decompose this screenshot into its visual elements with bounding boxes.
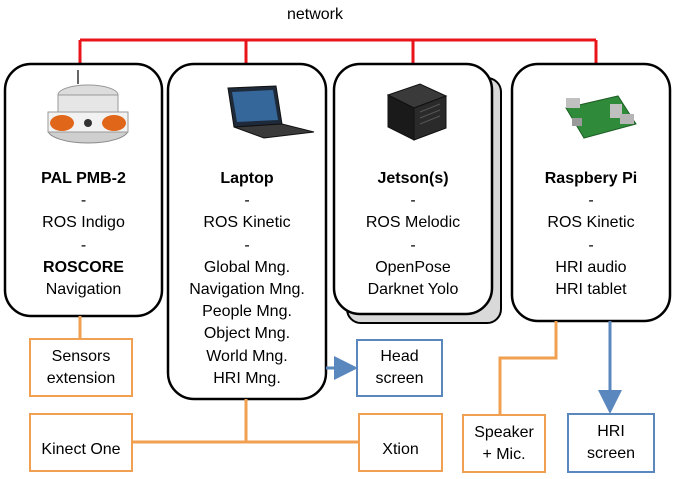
jetson-title: Jetson(s) [377, 170, 449, 187]
sensors-line2: extension [46, 369, 116, 387]
laptop-line: World Mng. [206, 347, 288, 365]
pal-line: - [80, 192, 87, 210]
gpu-module-icon [386, 83, 448, 141]
jetson-line: ROS Melodic [365, 214, 461, 232]
raspberry-line: - [588, 236, 594, 254]
laptop-line: - [244, 192, 250, 210]
laptop-title: Laptop [220, 170, 274, 187]
network-label: network [286, 6, 344, 23]
laptop-icon [227, 85, 315, 139]
raspberry-line: - [588, 192, 594, 210]
speaker-line2: + Mic. [482, 445, 526, 463]
xtion-label: Xtion [382, 441, 419, 458]
blue-links [326, 321, 622, 414]
laptop-line: People Mng. [202, 303, 292, 321]
speaker-mic-box[interactable]: Speaker + Mic. [462, 414, 546, 473]
raspberry-board-icon [565, 95, 637, 139]
head-screen-line2: screen [375, 370, 424, 387]
jetson-line: OpenPose [375, 258, 451, 276]
sensors-line1: Sensors [51, 347, 111, 365]
laptop-node-text: Laptop - ROS Kinetic - Global Mng. Navig… [168, 168, 326, 390]
raspberry-line: ROS Kinetic [547, 214, 635, 232]
hri-screen-box[interactable]: HRI screen [567, 413, 655, 473]
kinect-one-box[interactable]: Kinect One [29, 413, 133, 472]
orange-links [78, 316, 558, 444]
hri-screen-line1: HRI [597, 423, 625, 440]
raspberry-line: HRI tablet [555, 281, 627, 299]
pal-title: PAL PMB-2 [41, 170, 126, 187]
raspberry-node-box[interactable] [510, 62, 672, 323]
raspberry-line: HRI audio [555, 258, 627, 276]
laptop-line: HRI Mng. [213, 369, 281, 387]
pal-roscore: ROSCORE [43, 258, 124, 276]
laptop-line: ROS Kinetic [203, 214, 291, 232]
raspberry-node-text: Raspbery Pi - ROS Kinetic - HRI audio HR… [512, 168, 670, 301]
jetson-node-box[interactable] [332, 62, 494, 316]
jetson-line: Darknet Yolo [367, 281, 459, 299]
head-screen-line1: Head [380, 348, 419, 365]
jetson-node-text: Jetson(s) - ROS Melodic - OpenPose Darkn… [334, 168, 492, 301]
robot-icon [47, 70, 129, 144]
laptop-line: Navigation Mng. [189, 281, 305, 299]
kinect-label: Kinect One [41, 441, 121, 458]
sensors-extension-box[interactable]: Sensors extension [29, 338, 133, 397]
pal-line: - [80, 236, 87, 254]
xtion-box[interactable]: Xtion [358, 413, 443, 472]
laptop-line: Object Mng. [203, 325, 291, 343]
pal-node-text: PAL PMB-2 - ROS Indigo - ROSCORE Navigat… [5, 168, 162, 301]
raspberry-title: Raspbery Pi [544, 170, 638, 187]
speaker-line1: Speaker [474, 423, 534, 441]
head-screen-box[interactable]: Head screen [356, 339, 443, 397]
jetson-line: - [410, 236, 416, 254]
laptop-line: - [244, 236, 250, 254]
laptop-line: Global Mng. [203, 258, 291, 276]
pal-navigation: Navigation [45, 281, 122, 299]
network-bus [78, 38, 598, 64]
jetson-line: - [410, 192, 416, 210]
hri-screen-line2: screen [586, 445, 636, 462]
pal-line: ROS Indigo [42, 214, 125, 232]
